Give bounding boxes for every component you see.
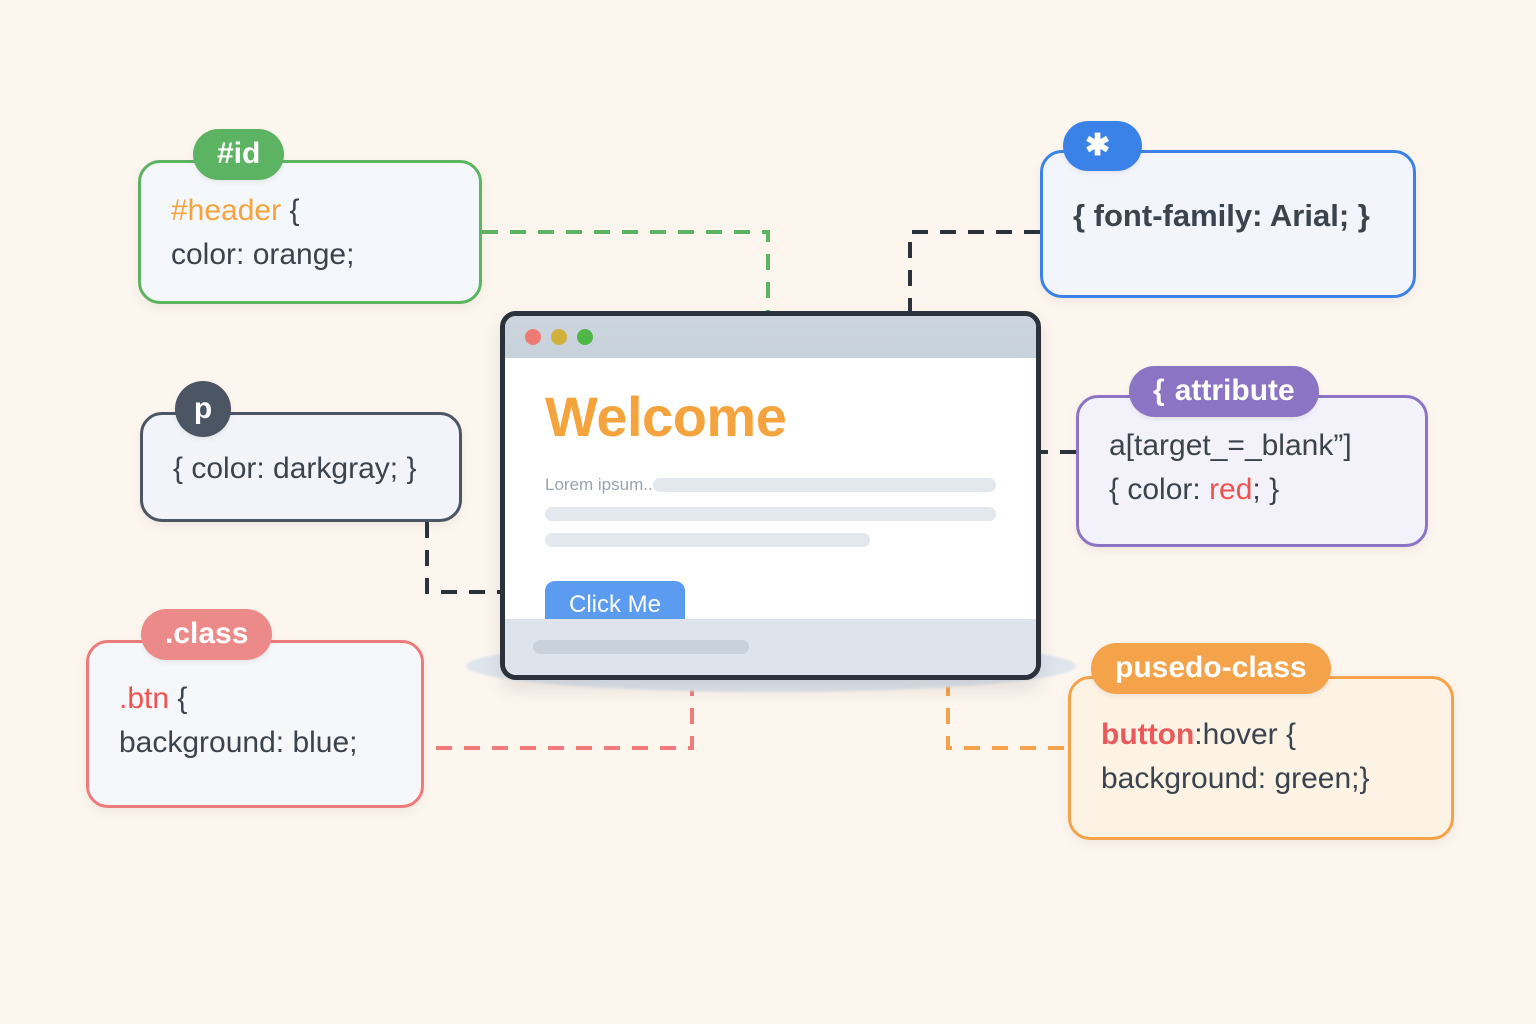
card-id-line1: #header { (171, 189, 449, 233)
paragraph-row-1: Lorem ipsum.. (545, 475, 996, 495)
card-id-body: #header { color: orange; (141, 163, 479, 306)
card-id-line2: color: orange; (171, 238, 355, 272)
pill-id-label: #id (217, 137, 261, 170)
pill-id-selector: #id (193, 129, 285, 180)
paragraph-row-2 (545, 507, 996, 521)
skeleton-bar-3 (545, 533, 870, 547)
card-attribute-body: a[target_=_blank”] { color: red; } (1079, 398, 1425, 541)
window-maximize-dot-icon[interactable] (577, 329, 593, 345)
pill-element-label: p (193, 391, 213, 425)
asterisk-icon: ✱ (1085, 129, 1111, 162)
card-element-line1: { color: darkgray; } (173, 452, 417, 485)
card-pseudo-rest: :hover { (1194, 718, 1297, 751)
pill-pseudo-class-selector: pusedo-class (1091, 643, 1331, 694)
card-attribute-decl-post: ; } (1252, 473, 1280, 507)
card-id-selector[interactable]: #id #header { color: orange; (138, 129, 482, 306)
window-minimize-dot-icon[interactable] (551, 329, 567, 345)
pill-attribute-selector: { attribute (1129, 366, 1319, 417)
pill-class-selector: .class (141, 609, 273, 660)
card-class-selector-text: .btn (119, 682, 170, 715)
pill-attribute-label: attribute (1174, 374, 1295, 407)
pill-pseudo-class-label: pusedo-class (1115, 651, 1307, 684)
page-heading: Welcome (545, 385, 787, 448)
card-attribute-selector[interactable]: { attribute a[target_=_blank”] { color: … (1076, 366, 1428, 547)
card-pseudo-line2: background: green;} (1101, 762, 1370, 796)
card-universal-line1: { font-family: Arial; } (1073, 198, 1370, 233)
card-pseudo-selector-text: button (1101, 718, 1195, 751)
card-class-body: .btn { background: blue; (89, 643, 421, 794)
window-close-dot-icon[interactable] (525, 329, 541, 345)
footer-skeleton-bar (533, 640, 749, 654)
card-attribute-line2: { color: red; } (1109, 468, 1395, 512)
card-universal-selector[interactable]: ✱ { font-family: Arial; } (1040, 121, 1416, 298)
card-id-selector-text: #header (171, 194, 282, 227)
connector-pseudo-to-browser (946, 680, 1068, 750)
connector-class-to-browser (424, 680, 694, 750)
pill-element-selector: p (175, 381, 231, 437)
card-class-brace: { (169, 682, 188, 715)
card-pseudo-body: button:hover { background: green;} (1071, 679, 1451, 830)
browser-titlebar (505, 316, 1036, 358)
connector-universal-to-browser (908, 230, 1040, 312)
browser-footer (505, 619, 1036, 675)
paragraph-row-3 (545, 533, 996, 547)
card-pseudo-class-selector[interactable]: pusedo-class button:hover { background: … (1068, 643, 1454, 840)
card-element-selector[interactable]: p { color: darkgray; } (140, 381, 462, 522)
browser-window-mockup: Welcome Lorem ipsum.. Click Me (500, 311, 1041, 680)
card-class-line1: .btn { (119, 677, 391, 721)
card-id-brace: { (281, 194, 300, 227)
card-attribute-value: red (1209, 473, 1253, 507)
card-attribute-decl-pre: { color: (1109, 473, 1210, 507)
pill-universal-selector: ✱ (1063, 121, 1143, 171)
card-pseudo-line1: button:hover { (1101, 713, 1421, 757)
skeleton-bar-1 (652, 478, 996, 492)
curly-brace-icon: { (1153, 374, 1165, 408)
pill-class-label: .class (165, 617, 249, 650)
paragraph-text: Lorem ipsum.. (545, 475, 653, 494)
skeleton-bar-2 (545, 507, 996, 521)
card-attribute-line1: a[target_=_blank”] (1109, 429, 1352, 462)
browser-page-content: Welcome Lorem ipsum.. Click Me (505, 358, 1036, 631)
card-class-line2: background: blue; (119, 726, 358, 760)
card-class-selector[interactable]: .class .btn { background: blue; (86, 609, 424, 808)
connector-id-to-browser (482, 230, 770, 312)
